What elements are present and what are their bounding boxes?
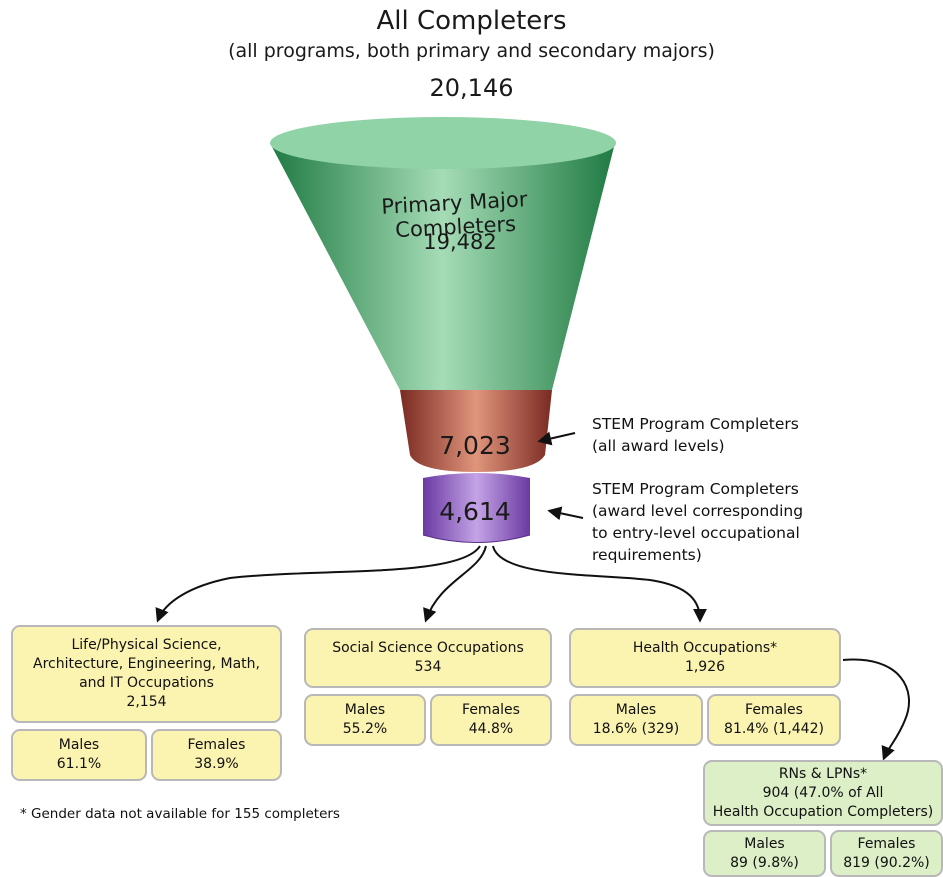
box-line: 904 (47.0% of All (762, 784, 884, 801)
social-males-box: Males 55.2% (304, 694, 426, 746)
funnel-stem-all-section (400, 390, 552, 472)
females-label: Females (462, 702, 520, 718)
box-value: 534 (414, 659, 442, 675)
stem-all-arrow (537, 431, 576, 446)
stem-entry-annotation: STEM Program Completers (award level cor… (592, 478, 803, 566)
females-label: Females (745, 702, 803, 718)
males-value: 55.2% (342, 721, 388, 737)
males-value: 18.6% (329) (592, 721, 680, 737)
branch-arrow-health (492, 545, 707, 623)
rn-females-box: Females 819 (90.2%) (830, 830, 943, 877)
males-label: Males (615, 702, 657, 718)
social-females-box: Females 44.8% (430, 694, 552, 746)
stem-all-value: 7,023 (439, 431, 511, 460)
box-line: Health Occupations* (632, 640, 778, 656)
box-line: Architecture, Engineering, Math, (33, 656, 260, 672)
funnel-bottom-rim (422, 534, 531, 543)
lps-occupations-box: Life/Physical Science, Architecture, Eng… (11, 625, 282, 723)
annotation-line: requirements) (592, 546, 702, 564)
annotation-line: STEM Program Completers (592, 415, 799, 433)
primary-major-value: 19,482 (423, 230, 497, 254)
diagram-title: All Completers (376, 6, 567, 36)
box-value: 1,926 (684, 659, 726, 675)
males-label: Males (58, 737, 100, 753)
females-value: 81.4% (1,442) (724, 721, 824, 737)
box-line: Life/Physical Science, (71, 637, 222, 653)
stem-all-annotation: STEM Program Completers (all award level… (592, 413, 799, 457)
all-completers-total: 20,146 (429, 74, 514, 102)
social-science-box: Social Science Occupations 534 (304, 628, 552, 688)
males-value: 61.1% (56, 756, 102, 772)
box-line: and IT Occupations (79, 675, 214, 691)
females-value: 38.9% (194, 756, 239, 772)
males-value: 89 (9.8%) (730, 854, 799, 871)
rn-males-box: Males 89 (9.8%) (703, 830, 826, 877)
males-label: Males (744, 835, 785, 852)
box-value: 2,154 (126, 694, 167, 710)
rn-lpn-box: RNs & LPNs* 904 (47.0% of All Health Occ… (703, 760, 943, 826)
health-occupations-box: Health Occupations* 1,926 (569, 628, 841, 688)
diagram-subtitle: (all programs, both primary and secondar… (228, 40, 715, 62)
funnel-top-rim (270, 117, 616, 169)
females-value: 44.8% (468, 721, 514, 737)
gender-footnote: * Gender data not available for 155 comp… (20, 806, 340, 822)
males-label: Males (344, 702, 386, 718)
annotation-line: to entry-level occupational (592, 524, 800, 542)
box-line: Social Science Occupations (332, 640, 524, 656)
branch-arrow-rn (842, 658, 910, 761)
females-value: 819 (90.2%) (843, 854, 930, 871)
annotation-line: STEM Program Completers (592, 480, 799, 498)
box-line: RNs & LPNs* (778, 765, 868, 782)
annotation-line: (all award levels) (592, 437, 725, 455)
health-females-box: Females 81.4% (1,442) (707, 694, 841, 746)
branch-arrow-lps (155, 545, 481, 623)
health-males-box: Males 18.6% (329) (569, 694, 703, 746)
stem-entry-value: 4,614 (439, 497, 511, 526)
stem-entry-arrow (547, 506, 584, 521)
box-line: Health Occupation Completers) (712, 803, 934, 820)
lps-males-box: Males 61.1% (11, 729, 147, 781)
annotation-line: (award level corresponding (592, 502, 804, 520)
funnel-primary-section (270, 143, 615, 390)
females-label: Females (857, 835, 916, 852)
females-label: Females (187, 737, 246, 753)
lps-females-box: Females 38.9% (151, 729, 282, 781)
funnel-stem-entry-section (423, 473, 530, 543)
branch-arrow-social (423, 545, 487, 623)
